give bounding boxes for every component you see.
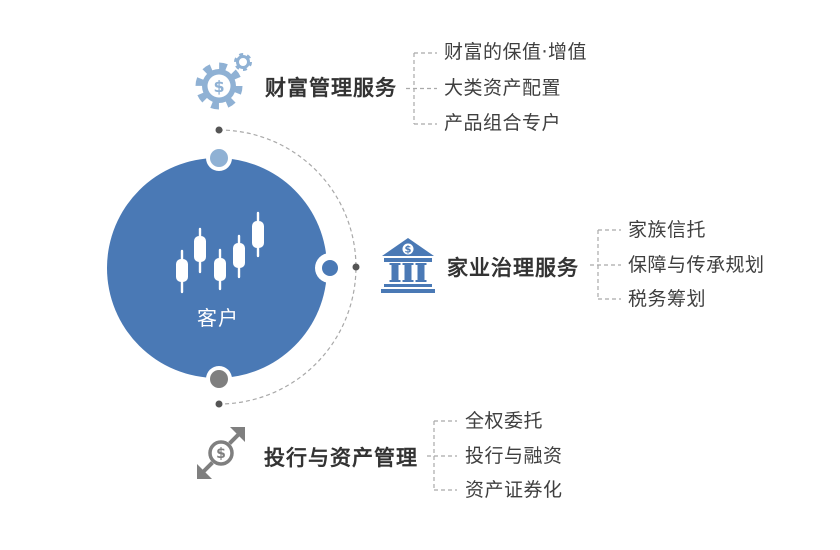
service-item: 财富的保值·增值: [444, 41, 588, 63]
coin-ring: [208, 440, 234, 466]
service-item: 大类资产配置: [444, 76, 562, 99]
node-top: [206, 145, 232, 171]
arrow-down-left-shaft: [200, 461, 214, 475]
bank-step-lower: [381, 289, 435, 293]
service-items-investment: 全权委托 投行与融资 资产证券化: [465, 404, 563, 508]
service-title-investment: 投行与资产管理: [264, 446, 418, 470]
service-title-family: 家业治理服务: [447, 256, 579, 280]
bank-beam: [384, 258, 432, 262]
service-item: 家族信托: [628, 219, 707, 241]
service-title-wealth: 财富管理服务: [265, 76, 397, 100]
bank-pillar-base: [389, 280, 401, 282]
currency-exchange-icon: $: [197, 427, 245, 479]
candlestick-chart-icon: [176, 211, 264, 294]
bank-pillar: [391, 264, 399, 281]
bank-step-upper: [384, 284, 432, 287]
candle-body: [176, 259, 188, 282]
arc-dot-right: [352, 263, 360, 271]
service-item: 投行与融资: [465, 444, 563, 467]
candle-body: [194, 236, 206, 262]
service-items-family: 家族信托 保障与传承规划 税务筹划: [628, 213, 765, 317]
node-right: [315, 253, 345, 283]
gear-hub: [207, 74, 231, 98]
service-item: 税务筹划: [628, 288, 707, 310]
node-dot: [322, 260, 338, 276]
bank-coin: [402, 243, 414, 255]
dollar-glyph: $: [216, 446, 226, 462]
candle-body: [252, 221, 264, 248]
arc-dot-top: [215, 126, 223, 134]
node-dot: [210, 370, 228, 388]
node-bottom: [206, 366, 232, 392]
bank-icon: $: [381, 238, 435, 293]
bracket-wealth: [406, 52, 437, 125]
dollar-glyph: $: [405, 245, 412, 256]
dollar-glyph: $: [213, 77, 224, 96]
small-gear-ring: [236, 55, 250, 69]
bank-pillar: [417, 264, 425, 281]
gear-dollar-icon: $: [195, 62, 243, 110]
node-dot: [210, 149, 228, 167]
bank-pillar: [404, 264, 412, 281]
client-label: 客户: [197, 306, 239, 330]
service-item: 资产证券化: [465, 479, 563, 501]
service-items-wealth: 财富的保值·增值 大类资产配置 产品组合专户: [444, 35, 587, 142]
bank-pillar-base: [402, 280, 414, 282]
bracket-family: [590, 229, 621, 300]
bank-pillar-base: [415, 280, 427, 282]
service-item: 保障与传承规划: [628, 253, 765, 276]
connector-arc: [218, 129, 357, 405]
candle-body: [233, 243, 245, 268]
service-item: 产品组合专户: [444, 112, 562, 134]
gear-teeth: [195, 62, 243, 110]
small-gear-icon: [234, 53, 252, 71]
candle-body: [214, 258, 226, 281]
bracket-investment: [427, 420, 457, 491]
service-item: 全权委托: [465, 410, 544, 432]
arc-dot-bottom: [215, 400, 223, 408]
arrow-up-right-shaft: [228, 431, 242, 445]
